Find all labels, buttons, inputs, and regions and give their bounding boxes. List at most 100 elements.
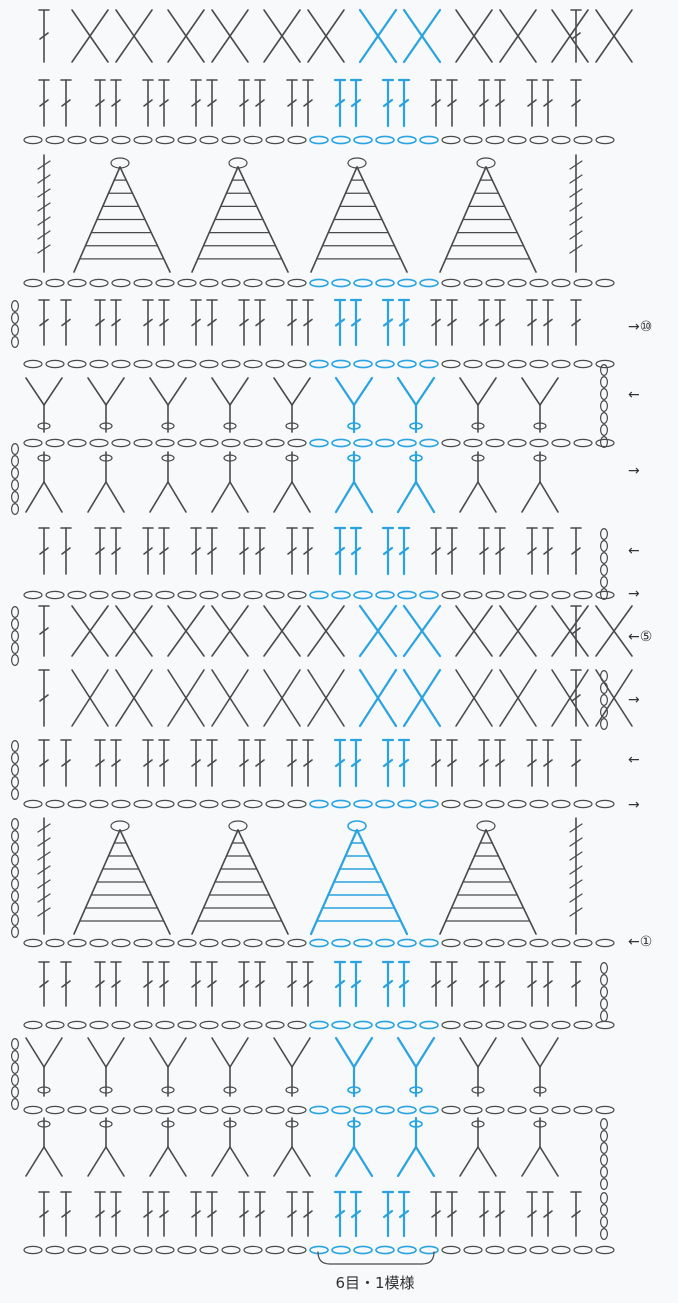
row-lower-chain-b-chain: [354, 1106, 372, 1113]
row-8-chain-chain: [178, 439, 196, 446]
row-8-chain-chain: [68, 439, 86, 446]
row-8-chain-chain: [574, 439, 592, 446]
row-marker-5: ←⑤: [628, 629, 652, 645]
row-top-base-chain-chain: [486, 279, 504, 286]
row-2-chain-chain: [266, 800, 284, 807]
row-top-chain-chain: [112, 136, 130, 143]
row-8-chain-chain: [244, 439, 262, 446]
row-8-v-v-left: [274, 482, 292, 512]
row-6-chain-chain: [288, 591, 306, 598]
row-lower-v-v-left: [460, 1038, 478, 1067]
row-foundation-chain-chain: [244, 1246, 262, 1253]
row-9-chain-chain: [464, 360, 482, 367]
row-lower-turn-chain: [601, 999, 608, 1010]
row-2-chain-chain: [244, 800, 262, 807]
row-lower-v2-v-right: [416, 1147, 434, 1176]
row-9-v-v-right: [168, 378, 186, 405]
row-7-turn-chain: [601, 565, 608, 576]
row-top-chain-chain: [200, 136, 218, 143]
row-9-v-v-left: [398, 378, 416, 405]
row-top-base-chain-chain: [46, 279, 64, 286]
row-2-chain-chain: [46, 800, 64, 807]
row-6-chain-chain: [134, 591, 152, 598]
row-8-turn-chain: [12, 444, 19, 455]
row-8-v-v-right: [44, 482, 62, 512]
row-lower-chain-a-chain: [288, 1021, 306, 1028]
row-9-v-v-right: [540, 378, 558, 405]
row-lower-chain-b-chain: [200, 1106, 218, 1113]
row-lower-chain-b-chain: [68, 1106, 86, 1113]
row-lower-chain-b-chain: [376, 1106, 394, 1113]
row-6-chain-chain: [222, 591, 240, 598]
row-lower-v2-v-left: [336, 1147, 354, 1176]
row-9-chain-chain: [90, 360, 108, 367]
row-9-chain-chain: [420, 360, 438, 367]
row-9-chain-chain: [332, 360, 350, 367]
row-2-chain-chain: [332, 800, 350, 807]
row-9-turn-chain: [601, 377, 608, 388]
row-1-base-chain-chain: [266, 939, 284, 946]
row-lower-chain-a-chain: [574, 1021, 592, 1028]
row-8-v-v-left: [336, 482, 354, 512]
row-9-chain-chain: [46, 360, 64, 367]
row-top-base-chain-chain: [288, 279, 306, 286]
row-9-chain-chain: [508, 360, 526, 367]
row-9-chain-chain: [486, 360, 504, 367]
row-9-turn-chain: [601, 413, 608, 424]
row-lower-chain-a-chain: [486, 1021, 504, 1028]
row-1-base-chain-chain: [200, 939, 218, 946]
row-foundation-chain-chain: [112, 1246, 130, 1253]
row-1-turn-chain: [12, 855, 19, 866]
row-lower-chain-b-chain: [310, 1106, 328, 1113]
row-lower-v-v-right: [478, 1038, 496, 1067]
row-2-chain-chain: [420, 800, 438, 807]
row-lower-v-v-right: [292, 1038, 310, 1067]
row-lower-turn-chain: [601, 987, 608, 998]
row-4-turn-chain: [601, 695, 608, 706]
row-1-turn-chain: [12, 879, 19, 890]
row-9-chain-chain: [178, 360, 196, 367]
row-8-v-v-left: [212, 482, 230, 512]
row-lower-turn-chain: [601, 1011, 608, 1022]
row-lower-c-turn-chain: [601, 1179, 608, 1190]
row-top-chain-chain: [420, 136, 438, 143]
row-8-chain-chain: [200, 439, 218, 446]
row-8-v-v-right: [540, 482, 558, 512]
row-2-chain-chain: [508, 800, 526, 807]
row-top-chain-chain: [90, 136, 108, 143]
row-lower-v-v-right: [168, 1038, 186, 1067]
row-lower-v-v-right: [44, 1038, 62, 1067]
row-8-v-v-right: [106, 482, 124, 512]
row-lower-chain-a-chain: [332, 1021, 350, 1028]
row-9-v-v-left: [336, 378, 354, 405]
row-8-chain-chain: [596, 439, 614, 446]
row-lower-v2-v-right: [478, 1147, 496, 1176]
row-8-turn-chain: [12, 468, 19, 479]
row-lower-chain-b-chain: [596, 1106, 614, 1113]
row-8-chain-chain: [376, 439, 394, 446]
row-1-base-chain-chain: [222, 939, 240, 946]
row-1-base-chain-chain: [90, 939, 108, 946]
row-top-base-chain-chain: [508, 279, 526, 286]
row-1-base-chain-chain: [420, 939, 438, 946]
row-6-chain-chain: [464, 591, 482, 598]
row-foundation-chain-chain: [420, 1246, 438, 1253]
row-foundation-chain-chain: [222, 1246, 240, 1253]
row-9-turn-chain: [601, 365, 608, 376]
row-top-chain-chain: [464, 136, 482, 143]
row-top-base-chain-chain: [442, 279, 460, 286]
row-top-chain-chain: [244, 136, 262, 143]
row-1-base-chain-chain: [376, 939, 394, 946]
row-6-chain-chain: [530, 591, 548, 598]
row-top-base-chain-chain: [90, 279, 108, 286]
row-lower-d-turn-chain: [601, 1205, 608, 1216]
row-9-v-v-left: [26, 378, 44, 405]
row-lower-chain-b-chain: [574, 1106, 592, 1113]
row-1-base-chain-chain: [112, 939, 130, 946]
row-foundation-chain-chain: [178, 1246, 196, 1253]
row-2-chain-chain: [222, 800, 240, 807]
row-6-chain-chain: [200, 591, 218, 598]
row-9-v-v-right: [106, 378, 124, 405]
row-lower-chain-a-chain: [112, 1021, 130, 1028]
